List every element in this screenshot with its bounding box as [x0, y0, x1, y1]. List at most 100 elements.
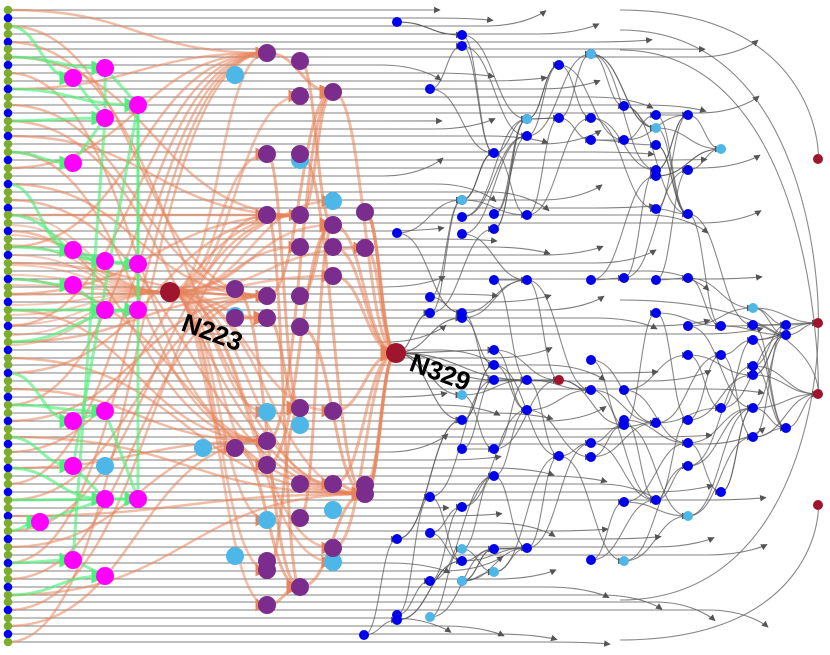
orange-edge	[364, 210, 398, 362]
input-node	[3, 408, 13, 418]
input-node	[3, 368, 13, 378]
gray-edge	[687, 433, 754, 517]
gray-edge	[752, 307, 787, 339]
blue-node	[522, 375, 532, 385]
green-edge	[71, 117, 107, 561]
blue-node	[586, 135, 596, 145]
orange-edge	[7, 209, 302, 454]
gray-edge	[8, 293, 552, 303]
blue-node	[781, 330, 791, 340]
gray-edge	[655, 312, 722, 330]
magenta-node	[64, 69, 82, 87]
gray-edge	[8, 95, 760, 114]
blue-node	[651, 308, 661, 318]
gray-edge	[8, 494, 767, 502]
input-node	[3, 329, 13, 339]
blue-node	[489, 444, 499, 454]
blue-node	[457, 415, 467, 425]
gray-edge	[8, 562, 451, 574]
green-edge	[7, 55, 107, 76]
input-node	[3, 84, 13, 94]
blue-node	[619, 101, 629, 111]
gray-edge	[363, 616, 398, 636]
input-node	[3, 574, 13, 584]
orange-edge	[169, 290, 335, 491]
blue-node	[683, 321, 693, 331]
node-n329	[386, 343, 406, 363]
input-node	[3, 637, 13, 647]
orange-edge	[7, 435, 269, 628]
gray-edge	[655, 145, 722, 177]
gray-edge	[461, 276, 528, 319]
input-node	[3, 590, 13, 600]
gray-edge	[8, 586, 610, 599]
gray-edge	[8, 104, 707, 113]
input-node	[3, 282, 13, 292]
magenta-node	[64, 154, 82, 172]
purple-node	[324, 238, 342, 256]
blue-node	[781, 320, 791, 330]
purple-node	[324, 402, 342, 420]
light-blue-node	[324, 501, 342, 519]
orange-edge	[266, 84, 335, 298]
orange-edge	[266, 217, 335, 467]
light-blue-node	[324, 192, 342, 210]
input-node	[3, 139, 13, 149]
gray-edge	[8, 543, 768, 556]
gray-edge	[687, 304, 754, 327]
blue-node	[716, 350, 726, 360]
purple-node	[324, 216, 342, 234]
blue-node	[748, 361, 758, 371]
magenta-node	[129, 301, 147, 319]
blue-node	[683, 209, 693, 219]
purple-node	[258, 287, 276, 305]
gray-edge	[8, 150, 655, 157]
gray-edge	[8, 96, 654, 109]
purple-node	[226, 309, 244, 327]
input-node	[3, 124, 13, 134]
gray-edge	[752, 390, 819, 438]
input-node	[3, 218, 13, 228]
gray-edge	[429, 503, 463, 582]
magenta-node	[64, 457, 82, 475]
orange-edge	[169, 46, 269, 294]
gray-edge	[623, 512, 689, 562]
gray-edge	[8, 433, 449, 453]
orange-edge	[169, 89, 302, 294]
gray-edge	[461, 45, 528, 140]
gray-edge	[8, 526, 609, 533]
input-node	[3, 13, 13, 23]
gray-edge	[461, 34, 495, 157]
blue-node	[522, 210, 532, 220]
gray-edge	[526, 409, 592, 461]
orange-edge	[169, 208, 269, 294]
orange-edge	[7, 488, 367, 597]
blue-node	[716, 487, 726, 497]
gray-edge	[752, 339, 787, 432]
light-blue-node	[522, 114, 532, 124]
blue-node	[554, 451, 564, 461]
node-n223	[160, 282, 180, 302]
light-blue-node	[683, 511, 693, 521]
magenta-node	[31, 513, 49, 531]
gray-edge	[396, 196, 463, 234]
gray-edge	[687, 362, 754, 467]
green-edge	[39, 497, 106, 524]
magenta-node	[96, 59, 114, 77]
gray-edge	[623, 105, 657, 132]
light-blue-node	[651, 123, 661, 133]
gray-edge	[8, 157, 444, 177]
gray-edge	[8, 156, 708, 163]
input-node	[3, 503, 13, 513]
gray-edge	[623, 501, 689, 520]
input-node	[3, 345, 13, 355]
orange-edge	[332, 90, 398, 361]
gray-edge	[493, 364, 528, 414]
gray-edge	[590, 172, 657, 281]
gray-edge	[526, 61, 560, 137]
purple-node	[226, 439, 244, 457]
output-node	[813, 154, 823, 164]
gray-edge	[526, 279, 592, 394]
orange-edge	[7, 274, 171, 293]
gray-edge	[8, 522, 556, 538]
